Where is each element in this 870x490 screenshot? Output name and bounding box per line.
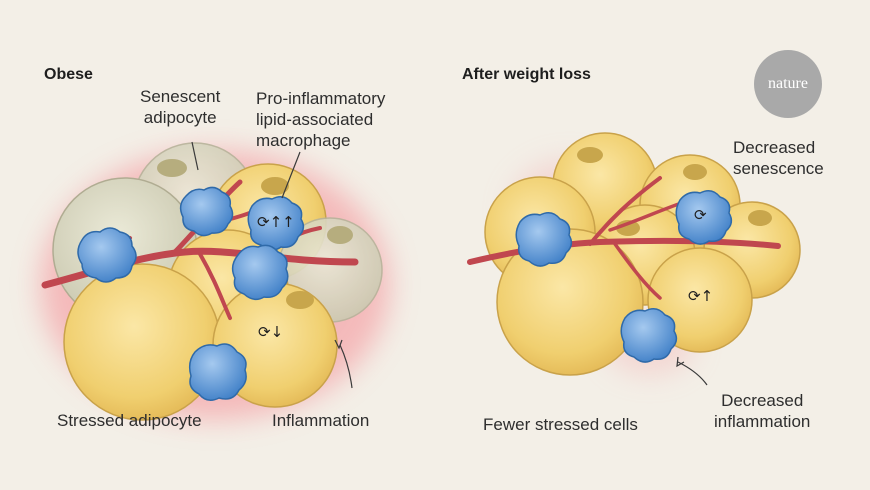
stressed-adipocyte — [63, 263, 221, 421]
nucleus — [261, 177, 289, 195]
macrophage — [77, 227, 137, 283]
macrophage — [675, 190, 733, 245]
nucleus — [577, 147, 603, 163]
label-macrophage: Pro-inflammatory lipid-associated macrop… — [256, 89, 386, 150]
macrophage — [620, 308, 678, 363]
panel-title-after-weight-loss: After weight loss — [462, 66, 591, 83]
panel-title-obese: Obese — [44, 66, 93, 83]
nucleus — [683, 164, 707, 180]
obese-cell-cluster — [52, 142, 383, 421]
macrophage — [188, 343, 247, 401]
macrophage — [247, 196, 305, 251]
macrophage-cycle-symbol: ⟳ — [694, 206, 707, 224]
blood-vessel-right — [467, 176, 781, 300]
macrophages-right — [515, 190, 733, 363]
nucleus — [748, 210, 772, 226]
nucleus — [286, 291, 314, 309]
macrophage — [179, 186, 234, 237]
macrophage — [231, 244, 289, 301]
macrophage — [515, 212, 573, 267]
adipocyte-cycle-up-symbol: ⟳↑ — [688, 287, 714, 305]
label-inflammation: Inflammation — [272, 411, 370, 430]
label-decreased-inflammation: Decreased inflammation — [714, 391, 811, 431]
nucleus — [157, 159, 187, 177]
label-senescent-adipocyte: Senescent adipocyte — [140, 87, 221, 127]
label-fewer-stressed-cells: Fewer stressed cells — [483, 415, 638, 434]
nature-logo-text: nature — [768, 75, 808, 92]
nature-logo: nature — [754, 50, 822, 118]
leader-lines — [191, 141, 708, 389]
label-stressed-adipocyte: Stressed adipocyte — [57, 411, 202, 430]
macrophages-left — [77, 186, 305, 401]
macrophage-cycle-up-symbol: ⟳↑↑ — [257, 213, 295, 231]
label-decreased-senescence: Decreased senescence — [733, 138, 824, 178]
adipocyte-cycle-down-symbol: ⟳↓ — [258, 323, 284, 341]
nucleus — [327, 226, 353, 244]
